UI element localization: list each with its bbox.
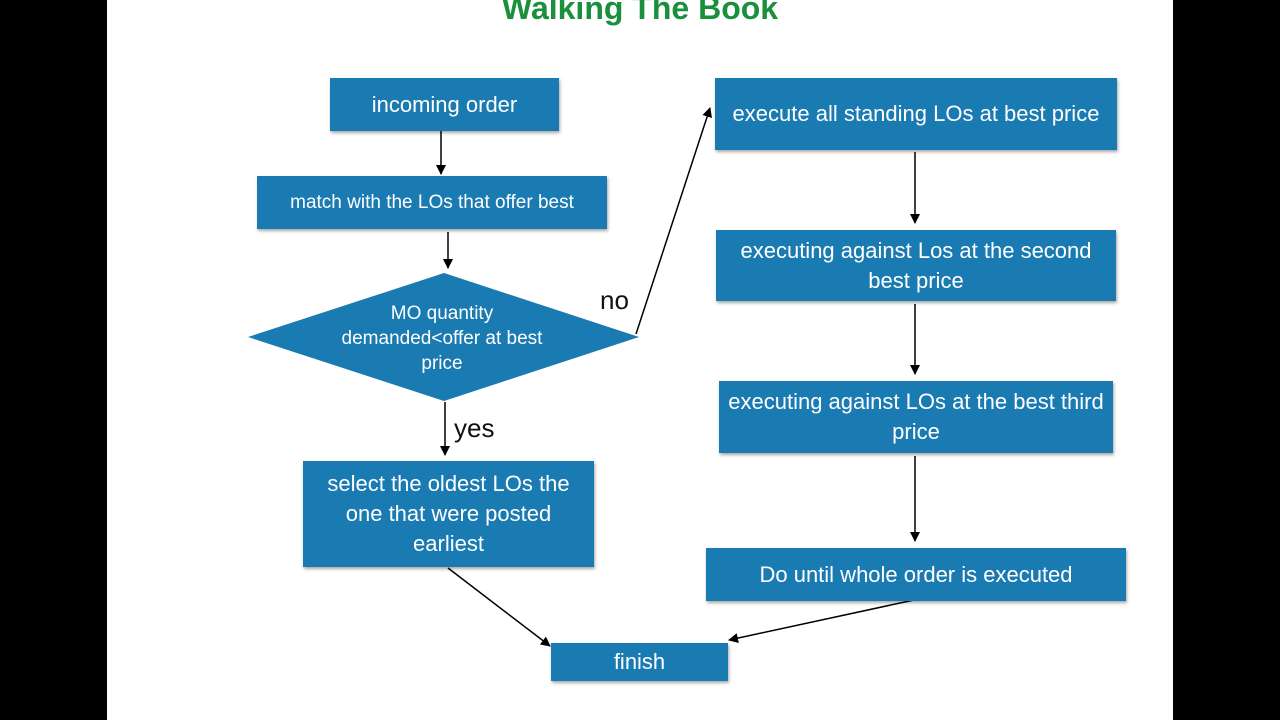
node-finish: finish xyxy=(551,643,728,681)
edge-decision-no xyxy=(635,107,712,335)
decision-diamond xyxy=(248,273,639,401)
edge-do-until-to-finish xyxy=(728,599,915,643)
node-third-best: executing against LOs at the best third … xyxy=(719,381,1113,453)
edge-label-no: no xyxy=(600,285,629,315)
node-do-until: Do until whole order is executed xyxy=(706,548,1126,601)
node-second-best: executing against Los at the second best… xyxy=(716,230,1116,301)
node-match-best: match with the LOs that offer best xyxy=(257,176,607,229)
edge-label-yes: yes xyxy=(454,413,495,443)
node-incoming-order: incoming order xyxy=(330,78,559,131)
node-select-oldest: select the oldest LOs the one that were … xyxy=(303,461,594,567)
slide-title: Walking The Book xyxy=(501,0,779,26)
node-execute-all: execute all standing LOs at best price xyxy=(715,78,1117,150)
edge-select-to-finish xyxy=(447,567,551,647)
node-decision-label: MO quantity demanded<offer at best price xyxy=(341,303,543,374)
connector-layer xyxy=(248,107,920,647)
